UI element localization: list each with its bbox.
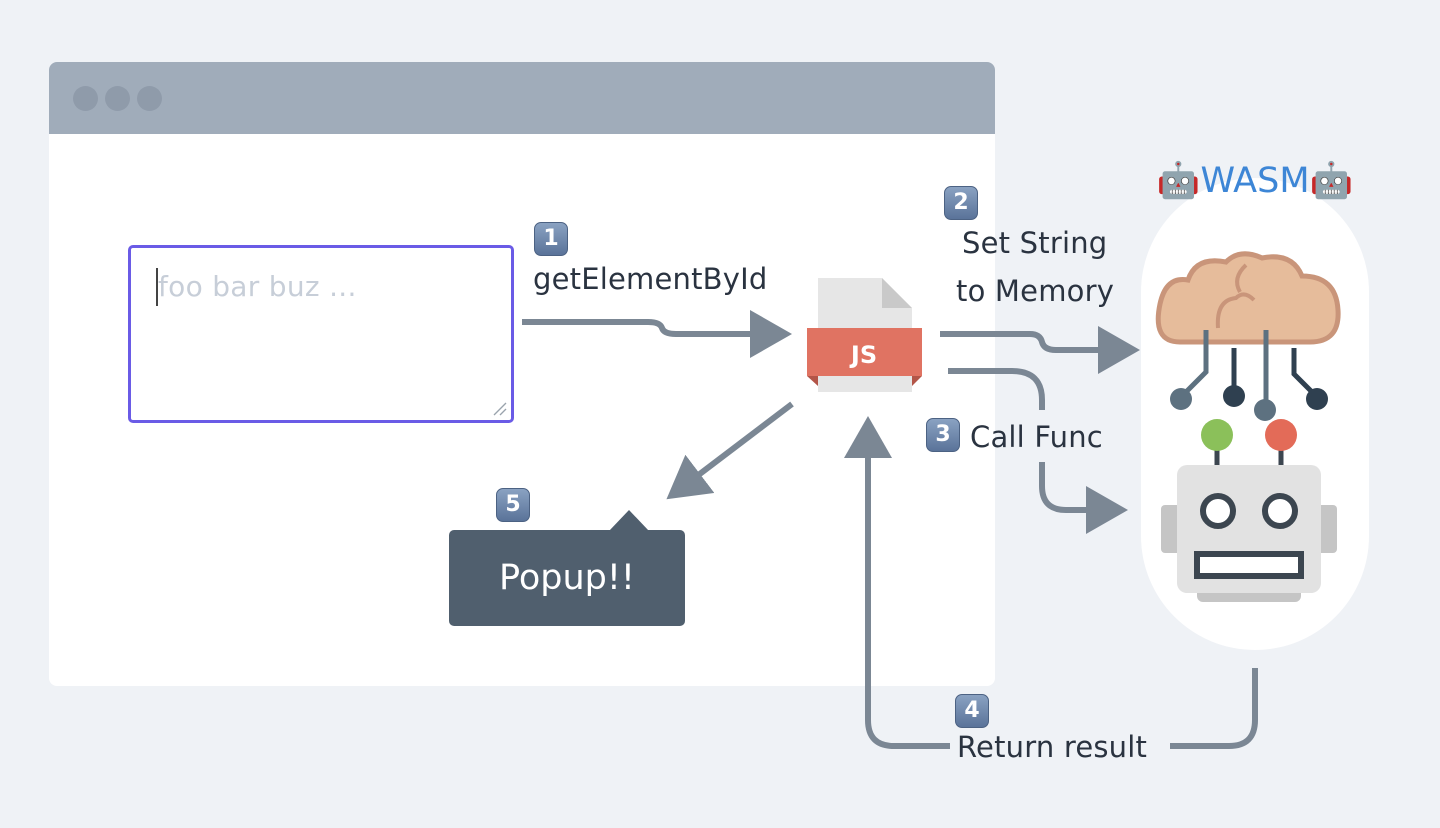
step-badge-5: 5 <box>496 488 530 522</box>
popup-box: Popup!! <box>449 530 685 626</box>
step-label-set-string-1: Set String <box>962 226 1108 260</box>
window-dot-minimize[interactable] <box>105 86 130 111</box>
browser-titlebar <box>49 62 995 134</box>
step-label-get-element: getElementById <box>533 262 768 296</box>
popup-pointer <box>609 510 649 531</box>
robot-icon <box>1161 419 1337 602</box>
js-file-label: JS <box>849 341 877 369</box>
step-badge-2: 2 <box>944 186 978 220</box>
resize-handle-icon[interactable] <box>491 400 507 416</box>
window-dot-close[interactable] <box>73 86 98 111</box>
window-dot-maximize[interactable] <box>137 86 162 111</box>
js-file-icon <box>807 278 922 392</box>
wasm-title: 🤖WASM🤖 <box>1156 161 1354 201</box>
arrow-return-result-left <box>844 416 950 749</box>
step-badge-3: 3 <box>926 418 960 452</box>
text-input-area[interactable]: foo bar buz ... <box>128 245 514 423</box>
step-badge-4: 4 <box>955 694 989 728</box>
arrow-set-string <box>940 326 1140 374</box>
step-label-return-result: Return result <box>957 730 1148 764</box>
step-label-set-string-2: to Memory <box>956 274 1115 308</box>
text-caret <box>156 268 158 306</box>
step-badge-1: 1 <box>534 222 568 256</box>
brain-cloud-icon <box>1155 251 1341 421</box>
textarea-placeholder: foo bar buz ... <box>158 270 357 303</box>
arrow-call-func-lower <box>1039 462 1128 534</box>
arrow-popup <box>666 401 794 500</box>
step-label-call-func: Call Func <box>970 420 1103 454</box>
arrow-get-element <box>522 310 792 358</box>
arrow-return-result <box>1170 668 1258 749</box>
arrow-call-func <box>948 368 1045 410</box>
